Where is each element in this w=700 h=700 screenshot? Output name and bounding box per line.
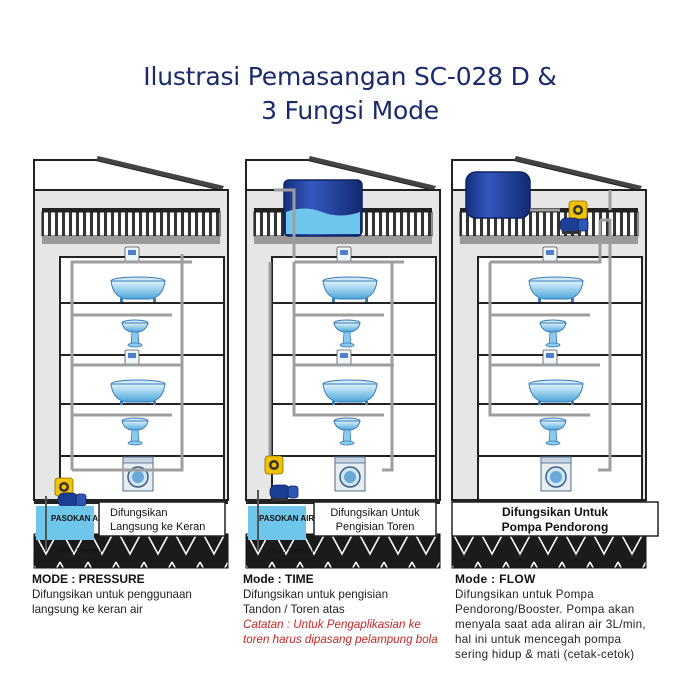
depth-label-2: (Min. 1meter)	[269, 546, 314, 555]
mode-box-3-line2: Pompa Pendorong	[502, 520, 609, 534]
note-line-2: toren harus dipasang pelampung bola	[243, 633, 438, 646]
depth-label-1: (Min. 1meter)	[57, 546, 102, 555]
mode-box-2-line2: Pengisian Toren	[336, 521, 415, 533]
building-time-mode	[246, 156, 440, 568]
desc-3-line-2: Pendorong/Booster. Pompa akan	[455, 603, 635, 616]
page-title-line1: Ilustrasi Pemasangan SC-028 D &	[143, 62, 557, 91]
mode-box-1-line1: Difungsikan	[110, 507, 167, 519]
mode-description-pressure: MODE : PRESSURE Difungsikan untuk penggu…	[32, 572, 232, 617]
mode-box-2	[313, 501, 437, 537]
mode-description-time: Mode : TIME Difungsikan untuk pengisian …	[243, 572, 443, 647]
desc-3-line-5: sering hidup & mati (cetak-cetok)	[455, 648, 635, 661]
mode-box-3-line1: Difungsikan Untuk	[502, 505, 608, 519]
mode-box-1-line2: Langsung ke Keran	[110, 521, 205, 533]
mode-box-1	[98, 501, 226, 537]
mode-box-2-line1: Difungsikan Untuk	[330, 507, 420, 519]
desc-3-line-3: menyala saat ada aliran air 3L/min,	[455, 618, 646, 631]
mode-title-pressure: MODE : PRESSURE	[32, 572, 145, 586]
note-line-1: Catatan : Untuk Pengaplikasian ke	[243, 618, 421, 631]
mode-title-time: Mode : TIME	[243, 572, 314, 586]
desc-2-line-1: Difungsikan untuk pengisian	[243, 588, 389, 601]
desc-2-line-2: Tandon / Toren atas	[243, 603, 345, 616]
mode-title-flow: Mode : FLOW	[455, 572, 536, 586]
building-flow-mode	[452, 156, 646, 568]
mode-description-flow: Mode : FLOW Difungsikan untuk Pompa Pend…	[455, 572, 665, 662]
desc-3-line-4: hal ini untuk mencegah pompa	[455, 633, 622, 646]
page-title-line2: 3 Fungsi Mode	[261, 96, 439, 125]
desc-3-line-1: Difungsikan untuk Pompa	[455, 588, 595, 601]
water-supply-label-2: PASOKAN AIR	[259, 514, 314, 523]
desc-1-line-1: Difungsikan untuk penggunaan	[32, 588, 192, 601]
water-supply-label-1: PASOKAN AIR	[51, 514, 106, 523]
mode-box-3	[451, 501, 659, 537]
building-pressure-mode	[34, 156, 228, 568]
installation-diagram: PASOKAN AIR (Min. 1meter) Difungsikan La…	[0, 0, 659, 570]
desc-1-line-2: langsung ke keran air	[32, 603, 143, 616]
